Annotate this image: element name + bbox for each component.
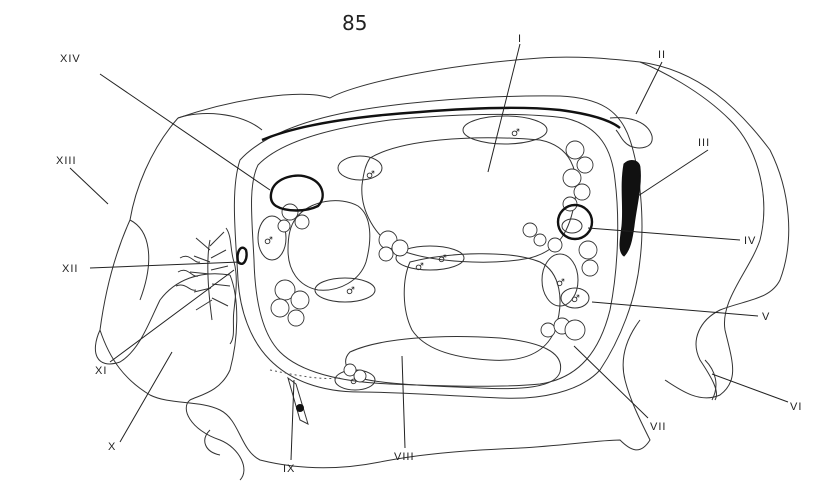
leader-line-XIII — [70, 168, 108, 204]
cell-cluster-right — [563, 141, 593, 211]
label-XIV: XIV — [60, 53, 81, 65]
inner-body-contour — [252, 114, 618, 386]
gonad-lobule — [463, 116, 547, 144]
leader-line-XIV — [100, 74, 270, 190]
cell-cluster-middle — [379, 231, 408, 261]
cell-cluster-left — [271, 280, 309, 326]
dotted-band — [270, 370, 340, 379]
outer-edge-vi — [705, 360, 716, 400]
male-symbol: ♂ — [511, 128, 520, 139]
leader-line-X — [120, 352, 172, 442]
male-symbol: ♂ — [346, 286, 355, 297]
outer-body-outline — [95, 57, 763, 398]
label-V: V — [762, 311, 770, 323]
label-VIII: VIII — [394, 451, 415, 463]
lower-body-outline — [186, 275, 244, 480]
leader-line-XI — [110, 270, 234, 362]
male-symbol: ♂ — [571, 294, 580, 305]
right-lobe-outline — [640, 62, 789, 400]
label-I: I — [518, 33, 522, 45]
leader-line-II — [636, 62, 662, 114]
branched-structure-xii — [176, 228, 236, 344]
structure-ix — [288, 378, 308, 424]
organ-iv-inner — [562, 219, 582, 233]
leader-line-VIII — [402, 356, 405, 448]
page-number: 85 — [342, 11, 367, 35]
leader-line-IV — [588, 228, 740, 240]
dot-ix — [296, 404, 304, 412]
label-IV: IV — [744, 235, 756, 247]
left-cavity — [288, 201, 370, 291]
male-symbol: ♂ — [415, 262, 424, 273]
loop-xi — [238, 248, 247, 264]
gonad-lobule — [338, 156, 382, 180]
leader-line-III — [638, 150, 708, 196]
male-symbol: ♂ — [438, 254, 447, 265]
male-symbol: ♂ — [366, 170, 375, 181]
label-VI: VI — [790, 401, 802, 413]
leader-line-V — [592, 302, 758, 316]
male-symbol: ♂ — [556, 278, 565, 289]
label-IX: IX — [283, 463, 295, 475]
label-II: II — [658, 49, 666, 61]
organ-xiv — [271, 176, 323, 211]
leader-line-XII — [90, 262, 240, 268]
label-XII: XII — [62, 263, 78, 275]
leader-line-VI — [712, 374, 788, 402]
lower-elongated-cavity — [346, 337, 561, 389]
male-symbol: ♂ — [264, 236, 273, 247]
label-III: III — [698, 137, 710, 149]
label-X: X — [108, 441, 116, 453]
organ-iii — [620, 161, 640, 256]
label-XI: XI — [95, 365, 107, 377]
label-VII: VII — [650, 421, 666, 433]
label-XIII: XIII — [56, 155, 77, 167]
